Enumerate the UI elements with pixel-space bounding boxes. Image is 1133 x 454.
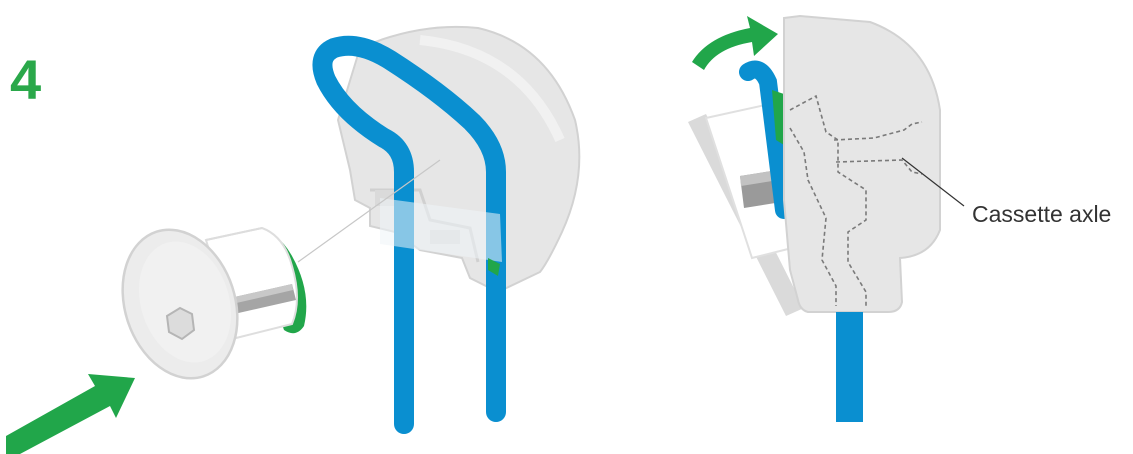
callout-label-cassette-axle: Cassette axle [972,203,1111,226]
housing-side-profile [784,16,940,312]
push-arrow-icon [6,374,135,454]
wire-clip-stem [836,312,863,422]
rotate-arrow-icon [692,16,778,70]
cassette [104,215,306,394]
